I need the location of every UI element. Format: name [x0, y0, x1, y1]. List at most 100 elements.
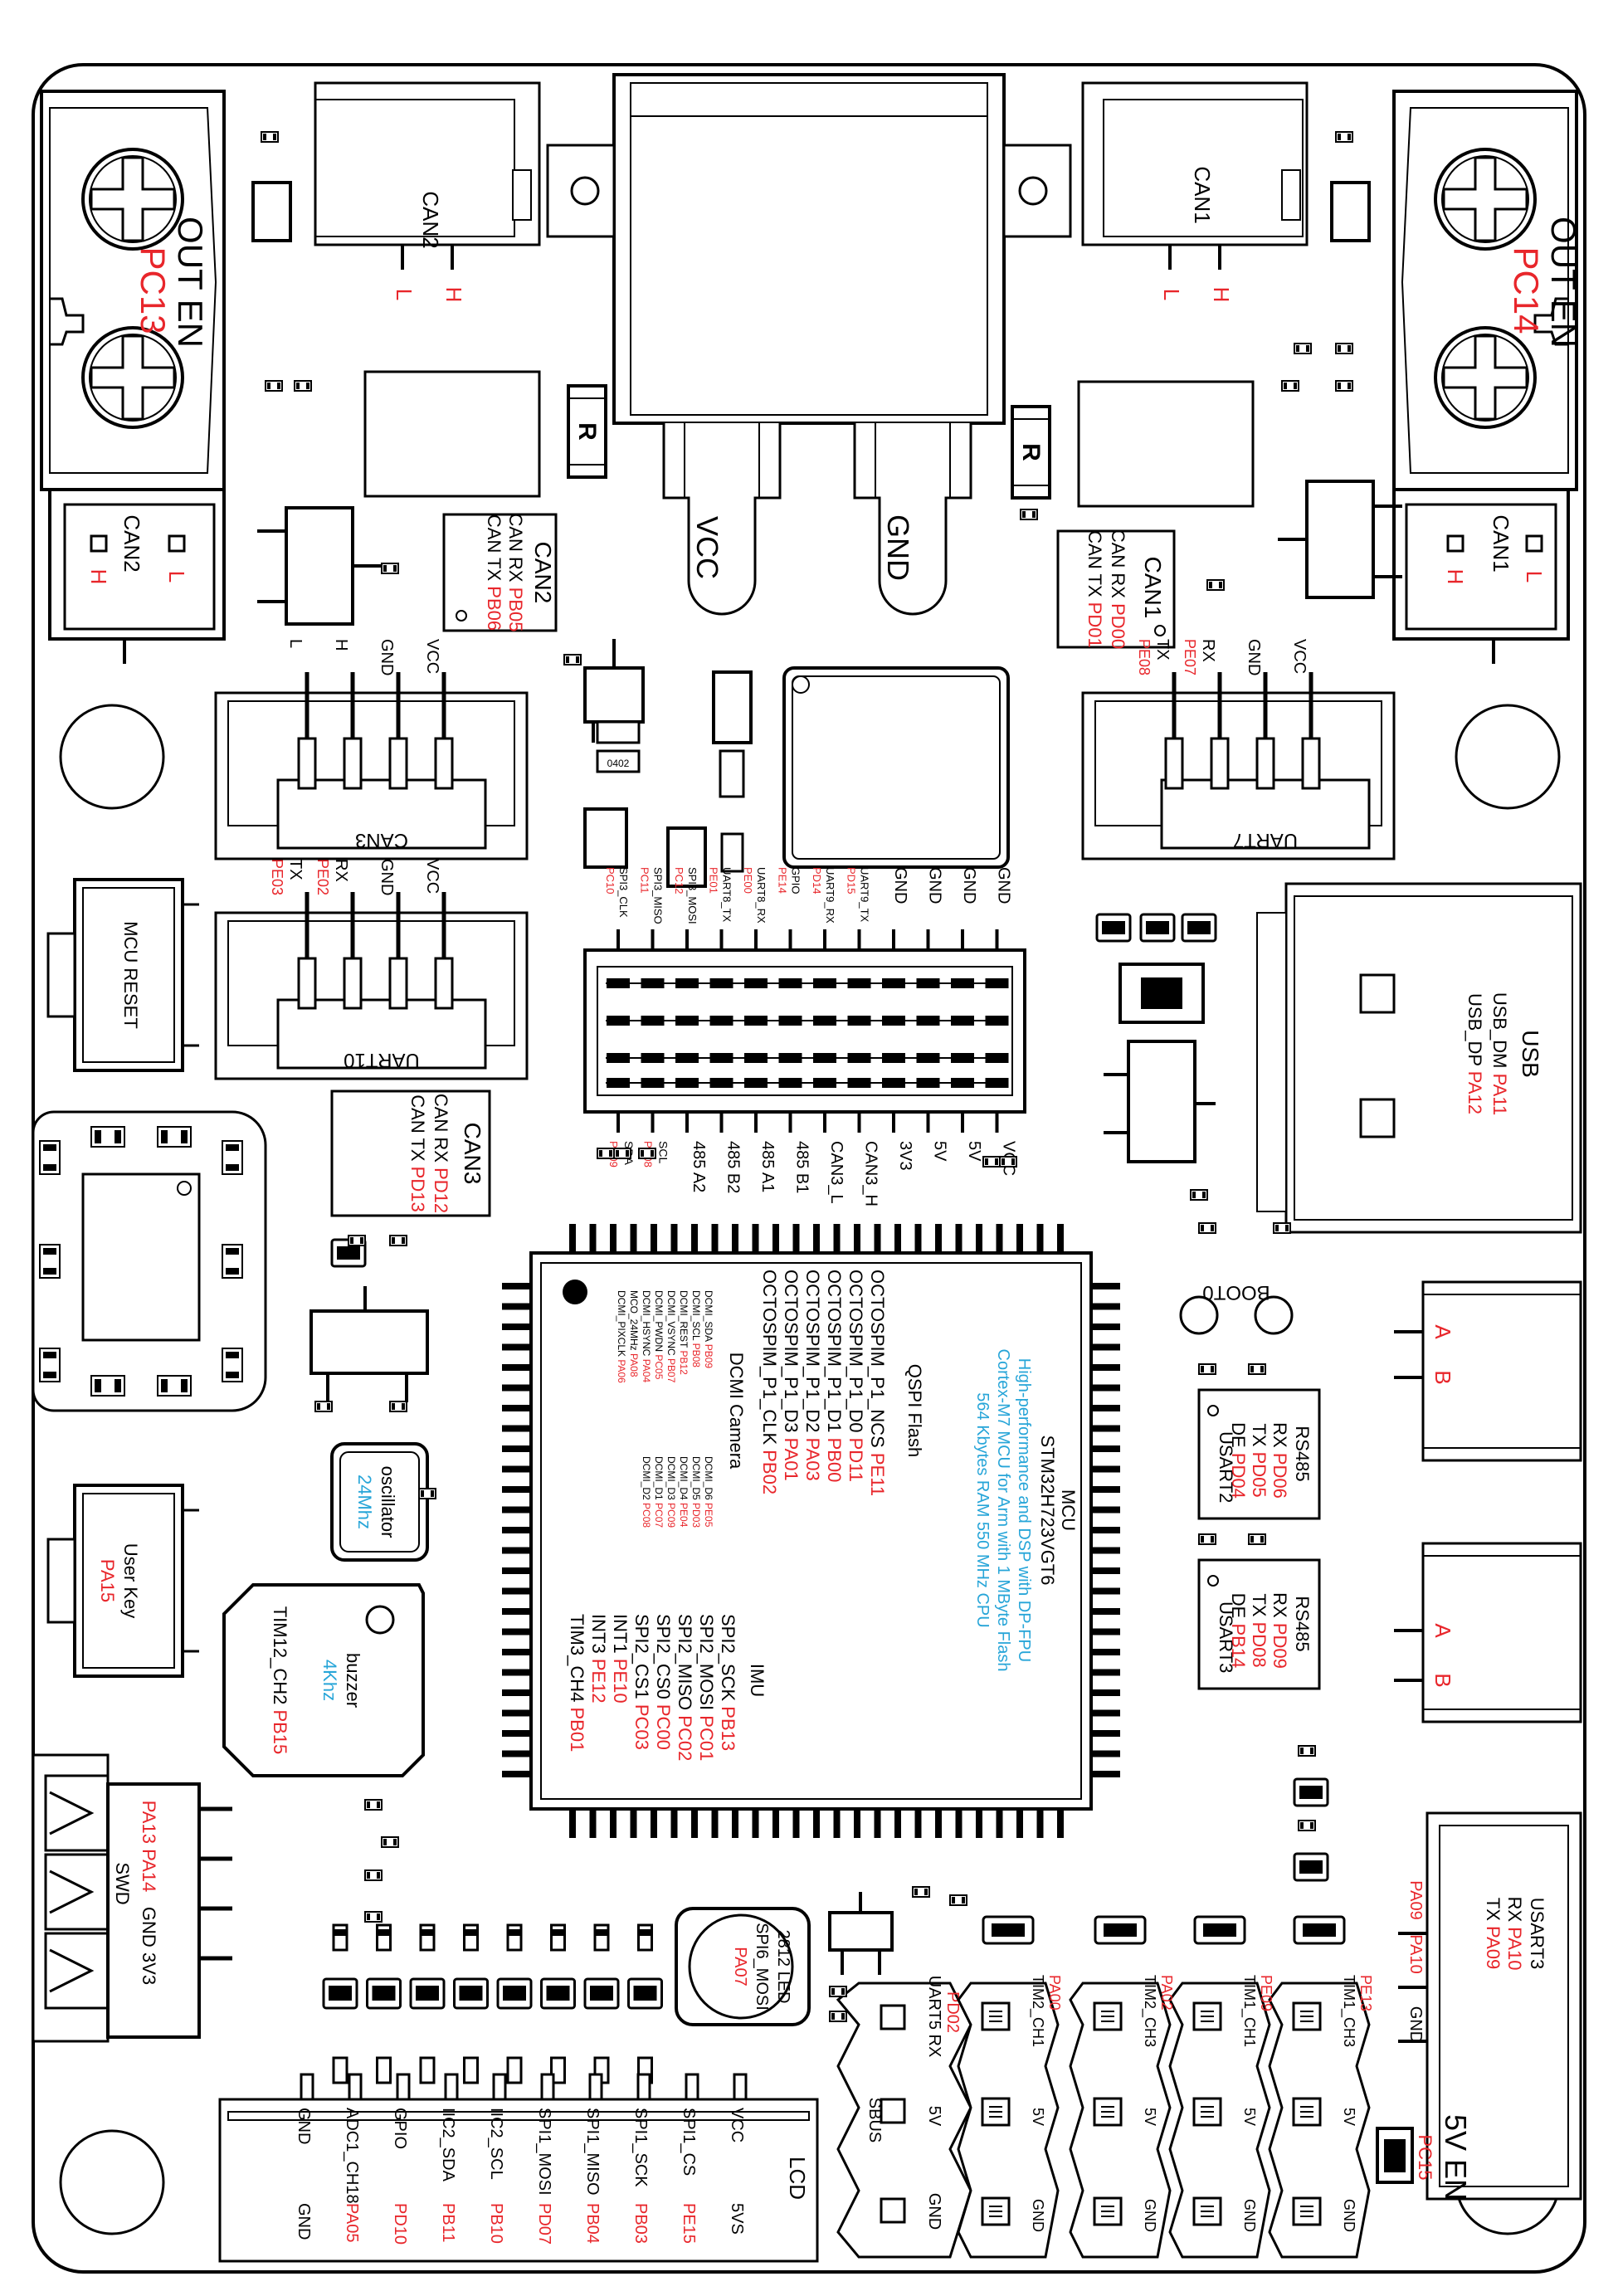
rs485-2-port: USART2	[1216, 1431, 1236, 1503]
lcd-pin-sub: 5VS	[728, 2203, 746, 2235]
port-pin-label: RX	[332, 859, 350, 882]
smd-pad	[1275, 1225, 1279, 1231]
smd-pad	[1310, 1748, 1313, 1754]
mcu-signal: SPI2_MISO PC02	[675, 1614, 695, 1761]
boot0-label: BOOT0	[1202, 1281, 1270, 1304]
smd-pad	[392, 1237, 395, 1244]
smd-pad	[1250, 1536, 1254, 1543]
mcu-pin	[610, 1224, 616, 1253]
imu-module	[32, 1110, 267, 1412]
lcd-pin-label: VCC	[728, 2108, 746, 2142]
mcu-signal: DCMI_D4 PE04	[678, 1456, 690, 1528]
mcu-pin	[935, 1224, 942, 1253]
pwm-led-body	[1203, 1923, 1236, 1937]
can3-port-label: CAN3	[355, 829, 408, 851]
lcd-pin-label: SPI1_CS	[680, 2108, 698, 2176]
resistor-right-mark: R	[1017, 443, 1045, 461]
component	[596, 720, 641, 744]
smd-pad	[1285, 1225, 1289, 1231]
smd-pad	[402, 1237, 405, 1244]
mcu-pin	[502, 1364, 531, 1371]
smd-pad	[962, 1897, 965, 1904]
smd-pad	[296, 383, 300, 389]
mcu-pin	[1057, 1224, 1064, 1253]
smd-pad	[1306, 345, 1309, 352]
user-key-button[interactable]: User Key PA15	[46, 1484, 199, 1678]
smd-pad	[327, 1403, 330, 1410]
port-pin-sub: PE08	[1136, 639, 1153, 675]
mcu-pin	[502, 1303, 531, 1310]
smd-pad	[1192, 1192, 1196, 1198]
port-pin-socket	[1210, 737, 1230, 790]
mcu-signal-pin: PE04	[678, 1503, 690, 1528]
mcu-signal-name: OCTOSPIM_P1_D1	[824, 1270, 845, 1432]
uart10-port-label: UART10	[344, 1049, 420, 1071]
mcu-reset-button[interactable]: MCU RESET	[46, 878, 199, 1072]
out-en-left: OUT EN PC13 CAN2 H L	[40, 90, 226, 664]
side-can-left-l: L	[164, 571, 189, 583]
5v-en-title: 5V EN	[1439, 2114, 1473, 2201]
can2-info-title: CAN2	[530, 542, 556, 604]
can3-info: CAN3 CAN RX PD12 CAN TX PD13	[330, 1090, 491, 1217]
b2b-bottom-name: 5V	[931, 1141, 949, 1162]
port-pin-label: TX	[1153, 639, 1172, 661]
lcd-title: LCD	[785, 2157, 810, 2200]
smd-pad	[360, 1237, 363, 1244]
smd-pad	[841, 1988, 845, 1995]
smd-pad	[263, 134, 266, 140]
resistor-small	[506, 1923, 523, 1952]
mcu-signal: OCTOSPIM_P1_CLK PB02	[759, 1270, 780, 1494]
can2-info-tx: CAN TX PB06	[484, 514, 504, 631]
swd-pins-red: PA13 PA14	[139, 1801, 159, 1893]
smd-pad	[1211, 1536, 1214, 1543]
lcd-pin	[588, 2073, 603, 2101]
header-pin	[1292, 2097, 1322, 2127]
mcu-pin	[1016, 1809, 1023, 1838]
mcu-pin	[1091, 1303, 1120, 1310]
mcu-signal-pin: PC08	[641, 1503, 652, 1528]
mcu-pin	[630, 1224, 637, 1253]
buzzer-timer-pin: PB15	[270, 1709, 290, 1754]
boot0-jumper[interactable]: BOOT0	[1179, 1281, 1294, 1335]
mcu-signal-name: INT3	[588, 1614, 609, 1654]
smd-pad	[1338, 134, 1341, 140]
led-small-body	[633, 1986, 657, 2001]
rs485-2-rx: RX PD06	[1270, 1422, 1290, 1499]
header-pin	[981, 2097, 1011, 2127]
mcu-signal-pin: PB09	[703, 1344, 714, 1369]
resistor-band	[507, 1929, 522, 1936]
mcu-signal-name: OCTOSPIM_P1_NCS	[867, 1270, 888, 1448]
mcu-signal-pin: PC03	[631, 1704, 652, 1750]
smd-pad	[924, 1889, 928, 1895]
mcu-pin	[1036, 1809, 1044, 1838]
5v-en: 5V EN PC15	[1376, 2114, 1473, 2201]
mcu-signal: DCMI_D5 PD03	[690, 1456, 702, 1528]
can1-rx-label: CAN RX	[1108, 529, 1128, 598]
can1-info-tx: CAN TX PD01	[1084, 530, 1105, 647]
pwm-led-body	[1104, 1923, 1137, 1937]
uart7-port-label: UART7	[1233, 829, 1298, 851]
pwm-pin: PA02	[1158, 1975, 1175, 2011]
mcu-signal: INT3 PE12	[588, 1614, 609, 1704]
mcu-pin	[772, 1809, 779, 1838]
uart5-label: UART5 RX	[925, 1976, 943, 2058]
mcu-signal-name: INT1	[610, 1614, 631, 1654]
smd-pad	[392, 1403, 395, 1410]
mcu-pin	[589, 1809, 597, 1838]
can1-tx-pin: PD01	[1084, 602, 1105, 648]
swd-p1: PA13	[139, 1801, 159, 1844]
mcu-pin	[502, 1323, 531, 1330]
resistor-small	[593, 1923, 610, 1952]
smd-pad	[1201, 1536, 1204, 1543]
smd-pad	[1022, 511, 1026, 518]
b2b-top-name: SPI3_MOSI	[686, 867, 699, 924]
mcu-signal-name: SPI2_MOSI	[696, 1614, 717, 1710]
pwm-gnd: GND	[1142, 2199, 1158, 2232]
rs485-2-b: B	[1430, 1370, 1455, 1384]
ws2812-led: 2812 LED SPI6_MOSI PA07	[675, 1907, 811, 2026]
uart5-sbus-header: UART5 RX PD02 SBUS 5V GND	[836, 1976, 972, 2259]
smd-pad	[1211, 1366, 1214, 1372]
